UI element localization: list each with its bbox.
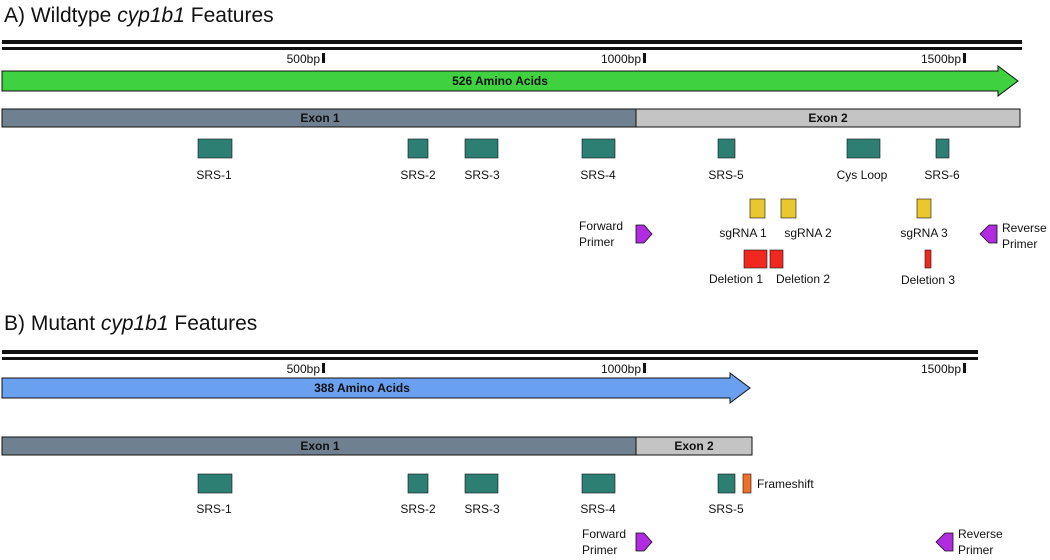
panel-b-srs-3-label: SRS-3 xyxy=(464,502,500,516)
panel-a-deletion-2 xyxy=(769,249,784,269)
panel-a-deletion-3-label: Deletion 3 xyxy=(901,273,955,287)
panel-a-srs-2 xyxy=(407,138,429,159)
panel-b-ruler xyxy=(2,350,978,360)
panel-b-reverse-primer-arrow xyxy=(935,532,954,552)
panel-b-srs-4 xyxy=(581,473,616,494)
panel-a-deletion-2-label: Deletion 2 xyxy=(776,272,830,286)
panel-b-reverse-primer-label-1: Reverse xyxy=(958,527,1003,541)
panel-b-forward-primer-label-2: Primer xyxy=(582,543,617,557)
panel-b-srs-2 xyxy=(407,473,429,494)
panel-b-srs-1 xyxy=(197,473,233,494)
panel-a-srs-1-label: SRS-1 xyxy=(196,168,232,182)
panel-b-srs-5-label: SRS-5 xyxy=(708,502,744,516)
panel-a-exon-1-label: Exon 1 xyxy=(300,111,340,125)
panel-a-tick-1500: 1500bp xyxy=(921,52,966,66)
panel-a-tick-500: 500bp xyxy=(287,52,325,66)
svg-text:1500bp: 1500bp xyxy=(921,52,961,66)
panel-a-deletion-1 xyxy=(743,249,768,269)
panel-b-exon-2-label: Exon 2 xyxy=(674,439,714,453)
panel-a-sgrna-1-label: sgRNA 1 xyxy=(719,226,767,240)
panel-a-srs-6 xyxy=(935,138,950,159)
svg-text:1500bp: 1500bp xyxy=(921,362,961,376)
panel-a-deletion-3 xyxy=(924,249,932,269)
panel-a-exon-2 xyxy=(635,108,1021,128)
panel-b-reverse-primer-label-2: Primer xyxy=(958,543,993,557)
panel-b-tick-500: 500bp xyxy=(287,362,325,376)
panel-a-reverse-primer-label-1: Reverse xyxy=(1002,221,1047,235)
svg-text:500bp: 500bp xyxy=(287,52,321,66)
panel-a-sgrna-3 xyxy=(916,198,932,219)
panel-a-reverse-primer-label-2: Primer xyxy=(1002,237,1037,251)
panel-a-srs-5 xyxy=(717,138,736,159)
panel-a-tick-1000: 1000bp xyxy=(601,52,646,66)
panel-a-sgrna-2-label: sgRNA 2 xyxy=(784,226,832,240)
panel-a-srs-3-label: SRS-3 xyxy=(464,168,500,182)
panel-a-forward-primer-label-1: Forward xyxy=(579,219,623,233)
panel-a-sgrna-2 xyxy=(780,198,797,219)
panel-a-ruler xyxy=(2,40,1022,50)
panel-a-forward-primer-label-2: Primer xyxy=(579,235,614,249)
panel-a-reverse-primer-arrow xyxy=(979,224,998,244)
panel-a-exon-2-label: Exon 2 xyxy=(808,111,848,125)
panel-a-deletion-1-label: Deletion 1 xyxy=(709,272,763,286)
panel-a-title: A) Wildtype cyp1b1 Features xyxy=(4,4,274,27)
panel-b-title: B) Mutant cyp1b1 Features xyxy=(4,312,257,335)
panel-a-srs-6-label: SRS-6 xyxy=(924,168,960,182)
panel-b-forward-primer-label-1: Forward xyxy=(582,527,626,541)
panel-a-srs-3 xyxy=(464,138,499,159)
panel-a-forward-primer-arrow xyxy=(635,224,653,244)
panel-b-srs-2-label: SRS-2 xyxy=(400,502,436,516)
panel-a-sgrna-3-label: sgRNA 3 xyxy=(900,226,948,240)
panel-b-exon-2 xyxy=(635,436,753,456)
panel-a-srs-5-label: SRS-5 xyxy=(708,168,744,182)
panel-b-tick-1000: 1000bp xyxy=(601,362,646,376)
svg-text:1000bp: 1000bp xyxy=(601,52,641,66)
panel-a-protein-label: 526 Amino Acids xyxy=(452,74,548,88)
panel-a-protein-arrow xyxy=(1,65,1019,97)
panel-b-srs-4-label: SRS-4 xyxy=(580,502,616,516)
panel-b-protein-arrow xyxy=(1,372,751,404)
panel-b-protein-label: 388 Amino Acids xyxy=(314,381,410,395)
panel-a-srs-4-label: SRS-4 xyxy=(580,168,616,182)
panel-a-cys-loop-label: Cys Loop xyxy=(837,168,888,182)
panel-b-forward-primer-arrow xyxy=(635,532,653,552)
panel-b-frameshift-label: Frameshift xyxy=(757,477,814,491)
panel-b-exon-1-label: Exon 1 xyxy=(300,439,340,453)
panel-a-sgrna-1 xyxy=(749,198,766,219)
panel-a-srs-1 xyxy=(197,138,233,159)
panel-b-srs-3 xyxy=(464,473,499,494)
panel-a-srs-2-label: SRS-2 xyxy=(400,168,436,182)
svg-text:500bp: 500bp xyxy=(287,362,321,376)
svg-text:1000bp: 1000bp xyxy=(601,362,641,376)
panel-b-srs-5 xyxy=(717,473,736,494)
panel-b-srs-1-label: SRS-1 xyxy=(196,502,232,516)
panel-a-cys-loop xyxy=(846,138,881,159)
panel-b-frameshift xyxy=(742,473,752,494)
panel-b-tick-1500: 1500bp xyxy=(921,362,966,376)
panel-a-srs-4 xyxy=(581,138,616,159)
